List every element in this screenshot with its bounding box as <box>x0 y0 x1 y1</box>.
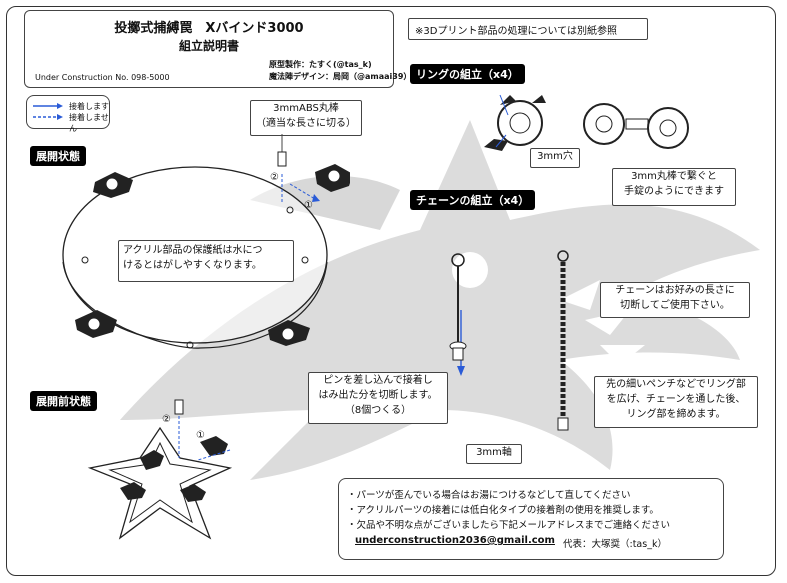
rod-connect-callout: 3mm丸棒で繋ぐと 手錠のようにできます <box>612 168 736 206</box>
serial-number: Under Construction No. 098-5000 <box>35 73 170 82</box>
credit-design: 魔法陣デザイン：局岡（@amaai39） <box>269 72 412 81</box>
arrow-legend: 接着します 接着しません <box>26 95 110 133</box>
note-warped: ・パーツが歪んでいる場合はお湯につけるなどして直してください <box>347 490 631 501</box>
representative: 代表：大塚奨（:tas_k） <box>563 539 667 550</box>
abs-rod-callout: 3mmABS丸棒 （適当な長さに切る） <box>250 100 362 136</box>
section-chain-header: チェーンの組立（x4） <box>410 190 536 210</box>
product-title: 投擲式捕縛罠 Xバインド3000 <box>114 21 304 36</box>
folded-trap-illustration <box>87 399 233 540</box>
note-contact: ・欠品や不明な点がございましたら下記メールアドレスまでご連絡ください <box>347 520 671 531</box>
section-before-header: 展開前状態 <box>30 391 97 411</box>
acrylic-callout: アクリル部品の保護紙は水につ けるとはがしやすくなります。 <box>118 240 294 282</box>
chain-illustration <box>557 250 569 431</box>
legend-noglue-label: 接着しません <box>69 113 109 133</box>
page-frame <box>6 6 776 576</box>
step-two-marker: ② <box>270 172 279 183</box>
note-adhesive: ・アクリルパーツの接着には低白化タイプの接着剤の使用を推奨します。 <box>347 505 659 516</box>
pliers-callout: 先の細いペンチなどでリング部 を広げ、チェーンを通した後、 リング部を締めます。 <box>594 376 758 428</box>
rod-detail <box>277 134 320 204</box>
credit-prototype: 原型製作：たすく(@tas_k) <box>269 60 372 69</box>
title-block: 投擲式捕縛罠 Xバインド3000 組立説明書 Under Constructio… <box>24 10 411 88</box>
contact-email-link[interactable]: underconstruction2036@gmail.com <box>355 535 555 546</box>
footer-notes: ・パーツが歪んでいる場合はお湯につけるなどして直してください ・アクリルパーツの… <box>338 478 724 560</box>
step-one-marker-lower: ① <box>196 430 205 441</box>
ring-rod-illustration <box>583 103 689 149</box>
ring-parts-illustration <box>484 94 546 151</box>
legend-glue-label: 接着します <box>69 102 109 111</box>
chain-length-callout: チェーンはお好みの長さに 切断してご使用下さい。 <box>600 282 750 318</box>
document-subtitle: 組立説明書 <box>178 39 239 53</box>
pin-illustration <box>449 253 467 376</box>
step-one-marker: ① <box>304 200 313 211</box>
hole-callout: 3mm穴 <box>530 148 580 168</box>
print-notice: ※3Dプリント部品の処理については別紙参照 <box>408 18 648 40</box>
legend-arrows <box>33 103 63 120</box>
step-two-marker-lower: ② <box>162 414 171 425</box>
section-ring-header: リングの組立（x4） <box>410 64 525 84</box>
shaft-callout: 3mm軸 <box>466 444 522 464</box>
pin-callout: ピンを差し込んで接着し はみ出た分を切断します。 （8個つくる） <box>308 372 448 424</box>
section-expanded-header: 展開状態 <box>30 146 86 166</box>
